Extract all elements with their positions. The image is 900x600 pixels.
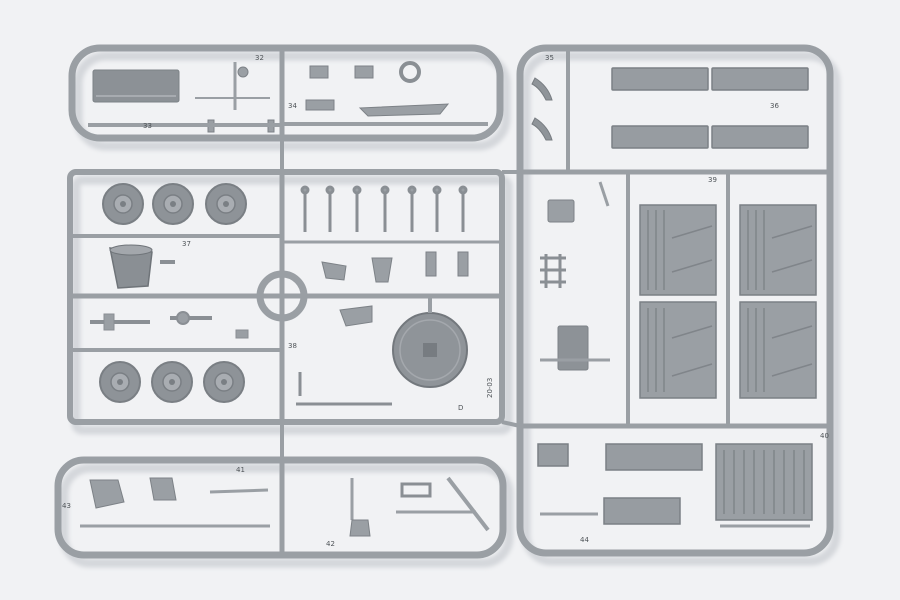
road-wheel	[102, 183, 144, 225]
small-parts-bottom	[80, 476, 490, 537]
axle-parts	[90, 260, 249, 339]
curved-brackets	[531, 77, 553, 141]
number-tag: 41	[236, 466, 245, 474]
sprue-frame-top-left	[68, 44, 504, 142]
pin-parts	[300, 185, 468, 232]
number-tag: 35	[545, 54, 554, 62]
wheel-row-lower	[99, 361, 245, 403]
frame-runner	[54, 456, 507, 559]
grille-panels-right	[739, 204, 817, 399]
sprue-frame-right	[501, 44, 834, 557]
sprue-frame-bottom-left	[54, 456, 507, 559]
long-panels	[611, 67, 809, 149]
small-parts-right	[540, 181, 610, 371]
number-tag: 39	[708, 176, 717, 184]
number-tag: 37	[182, 240, 191, 248]
part-code: 20-03	[486, 378, 494, 398]
small-parts-top	[195, 61, 450, 133]
number-tag: 44	[580, 536, 589, 544]
round-hatch-part	[392, 296, 468, 388]
cone-rim	[109, 244, 153, 256]
number-tag: 32	[255, 54, 264, 62]
grille-panels-left	[639, 204, 717, 399]
number-tag: 34	[288, 102, 297, 110]
runner-ring	[256, 270, 308, 322]
lower-right-parts	[537, 443, 813, 528]
frame-runner	[516, 44, 834, 557]
number-tag: 33	[143, 122, 152, 130]
frame-shadows	[59, 51, 841, 568]
panel-part	[92, 69, 180, 103]
frame-letter: D	[458, 404, 463, 412]
sprue-link	[501, 420, 521, 428]
road-wheel	[151, 361, 193, 403]
number-tag: 40	[820, 432, 829, 440]
road-wheel	[203, 361, 245, 403]
bracket-parts	[321, 251, 469, 327]
number-tags: 32 33 34 35 36 37 38 39 40 41 42 43 44	[62, 54, 829, 548]
rod-parts	[296, 372, 392, 406]
road-wheel	[205, 183, 247, 225]
road-wheel	[152, 183, 194, 225]
number-tag: 38	[288, 342, 297, 350]
number-tag: 36	[770, 102, 779, 110]
road-wheel	[99, 361, 141, 403]
wheel-row-upper	[102, 183, 247, 225]
number-tag: 43	[62, 502, 71, 510]
sprue-frame-center: D 20-03	[67, 138, 505, 462]
number-tag: 42	[326, 540, 335, 548]
frame-runner	[68, 44, 504, 142]
